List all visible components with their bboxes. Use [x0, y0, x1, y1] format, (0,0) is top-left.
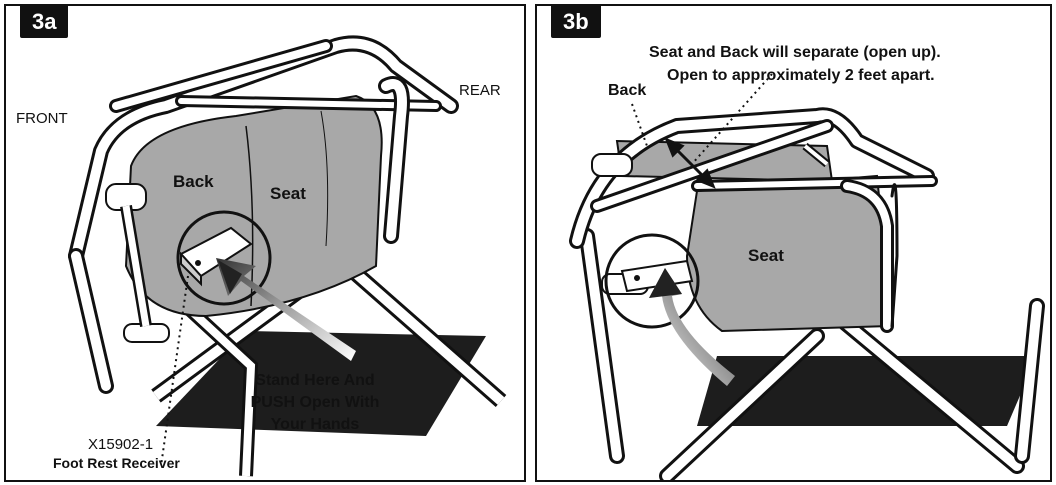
seat-label: Seat — [270, 184, 306, 203]
part-name: Foot Rest Receiver — [53, 455, 180, 471]
instruction-line-2: PUSH Open With — [250, 394, 380, 411]
front-label: FRONT — [16, 110, 68, 127]
step-badge: 3b — [551, 6, 601, 38]
separation-arrow-icon — [664, 137, 716, 189]
magnifier-circle-icon — [176, 210, 272, 306]
panel-3b: 3b Seat and Back will separate (open up)… — [535, 4, 1052, 482]
chair-illustration-opening — [569, 73, 1045, 480]
step-badge: 3a — [20, 6, 69, 38]
panel-3a: 3a FRONT REAR Back Seat Stand Here And P… — [4, 4, 526, 482]
instruction-line-1: Stand Here And — [255, 372, 375, 389]
back-label: Back — [608, 82, 647, 99]
foot-rest-receiver — [179, 226, 253, 287]
rear-label: REAR — [459, 82, 501, 99]
push-arrow-icon — [649, 268, 735, 386]
fabric-seat — [685, 174, 894, 333]
push-arrow-icon — [216, 258, 356, 361]
part-number: X15902-1 — [88, 436, 154, 453]
back-label: Back — [173, 172, 214, 191]
note-line-2: Open to approximately 2 feet apart. — [667, 67, 935, 84]
note-line-1: Seat and Back will separate (open up). — [649, 44, 941, 61]
magnifier-circle-icon — [604, 233, 700, 329]
instruction-line-3: Your Hands — [270, 416, 360, 433]
seat-label: Seat — [748, 246, 784, 265]
chair-illustration-folded — [68, 35, 507, 477]
